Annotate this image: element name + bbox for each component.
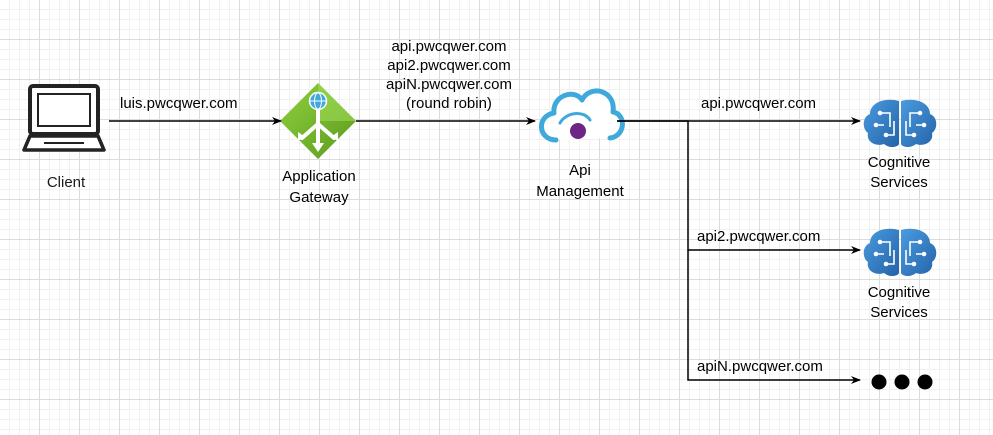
edge-label-gateway-apim-4: (round robin)	[406, 95, 492, 112]
api-management-label-line1: Api	[569, 162, 591, 179]
cognitive-services-2-label-line2: Services	[870, 304, 928, 321]
edge-label-apim-cognitive-1: api.pwcqwer.com	[701, 95, 817, 112]
edge-label-client-gateway: luis.pwcqwer.com	[120, 95, 238, 112]
api-management-label-line2: Management	[536, 183, 624, 200]
brain-circuit-icon	[863, 99, 937, 148]
edge-label-apim-more: apiN.pwcqwer.com	[697, 358, 823, 375]
api-management-icon	[539, 88, 625, 143]
application-gateway-icon	[280, 83, 356, 159]
edge-apim-to-cognitive-2	[617, 120, 861, 254]
cognitive-services-1-label-line1: Cognitive	[867, 154, 931, 171]
cognitive-services-1-label-line2: Services	[870, 174, 928, 191]
cognitive-services-2-label-line1: Cognitive	[867, 284, 931, 301]
brain-circuit-icon	[863, 228, 937, 277]
application-gateway-label-line1: Application	[282, 168, 356, 185]
edge-label-gateway-apim-2: api2.pwcqwer.com	[387, 57, 511, 74]
client-label: Client	[46, 174, 86, 191]
edge-label-gateway-apim-1: api.pwcqwer.com	[391, 38, 507, 55]
laptop-icon	[22, 84, 106, 152]
edge-label-gateway-apim-3: apiN.pwcqwer.com	[386, 76, 512, 93]
ellipsis-icon	[871, 374, 933, 390]
edge-label-apim-cognitive-2: api2.pwcqwer.com	[697, 228, 821, 245]
edge-apim-to-more	[687, 250, 861, 384]
application-gateway-label-line2: Gateway	[289, 189, 349, 206]
